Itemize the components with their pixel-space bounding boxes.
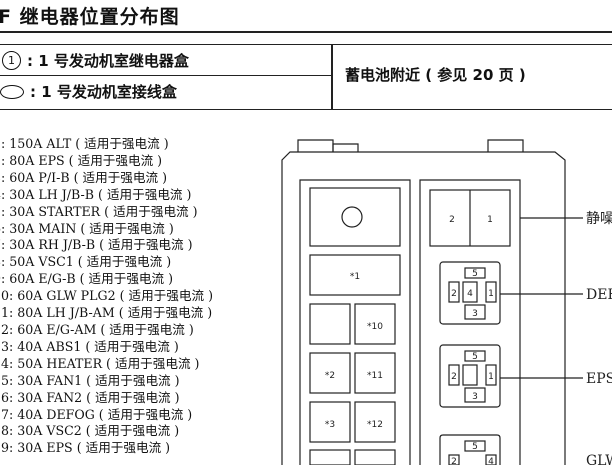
slot-label: *2 <box>325 371 335 381</box>
relay-def <box>439 261 501 325</box>
fuse-item: 18: 30A VSC2 ( 适用于强电流 ) <box>0 423 180 439</box>
junction-block-label: : 1 号发动机室接线盒 <box>30 83 177 101</box>
relay-pin-label: 1 <box>488 289 494 299</box>
relay-pin-label: 1 <box>488 372 494 382</box>
relay-pin-label: 4 <box>467 289 473 299</box>
slot-round <box>309 187 401 247</box>
fuse-item: 1: 150A ALT ( 适用于强电流 ) <box>0 136 169 151</box>
fuse-item: 12: 60A E/G-AM ( 适用于强电流 ) <box>0 321 194 337</box>
fuse-item: 14: 50A HEATER ( 适用于强电流 ) <box>0 355 200 371</box>
relay-pin-label: 3 <box>472 309 478 319</box>
fuse-item: 3: 60A P/I-B ( 适用于强电流 ) <box>0 169 167 185</box>
relay-pin-label: 2 <box>451 457 457 465</box>
fuse-item: 9: 60A E/G-B ( 适用于强电流 ) <box>0 271 174 287</box>
relay-pin-label: 5 <box>472 442 478 452</box>
relay-block-row: 1 : 1 号发动机室继电器盒 <box>0 45 331 76</box>
right-column-frame <box>419 179 521 465</box>
fuse-item: 5: 30A STARTER ( 适用于强电流 ) <box>0 203 198 219</box>
slot-partial-2 <box>354 449 396 465</box>
box-tab-mid <box>332 143 359 152</box>
box-outline <box>281 151 566 465</box>
relay-pin-label: 1 <box>487 215 493 225</box>
fuse-item: 15: 30A FAN1 ( 适用于强电流 ) <box>0 372 180 388</box>
relay-pin-label: 5 <box>472 352 478 362</box>
slot-1 <box>309 254 401 296</box>
slot-blank <box>309 303 351 345</box>
relay-pin-label: 2 <box>451 289 457 299</box>
slot-12 <box>354 401 396 443</box>
relay-block-label: : 1 号发动机室继电器盒 <box>27 51 189 70</box>
table-divider <box>331 45 333 109</box>
relay-pin-label: 5 <box>472 269 478 279</box>
fuse-item: 19: 30A EPS ( 适用于强电流 ) <box>0 440 171 456</box>
title-rule <box>0 31 612 33</box>
round-cutout <box>341 206 363 228</box>
page-title: F 继电器位置分布图 <box>0 6 180 28</box>
fuse-item: 7: 30A RH J/B-B ( 适用于强电流 ) <box>0 237 193 253</box>
slot-11 <box>354 352 396 394</box>
callout-eps: EPS <box>586 371 612 387</box>
fuse-item: 13: 40A ABS1 ( 适用于强电流 ) <box>0 338 179 354</box>
callout-def: DEF <box>586 287 612 303</box>
slot-label: *12 <box>367 420 383 430</box>
slot-label: *11 <box>367 371 383 381</box>
slot-label: *1 <box>350 272 360 282</box>
box-tab-right <box>487 139 524 152</box>
slot-label: *10 <box>367 322 383 332</box>
fuse-item: 6: 30A MAIN ( 适用于强电流 ) <box>0 220 174 236</box>
slot-10 <box>354 303 396 345</box>
slot-2 <box>309 352 351 394</box>
fuse-item: 11: 80A LH J/B-AM ( 适用于强电流 ) <box>0 305 213 321</box>
fuse-list: 1: 150A ALT ( 适用于强电流 ) 2: 80A EPS ( 适用于强… <box>0 136 213 457</box>
relay-pin-label: 2 <box>449 215 455 225</box>
callout-glw: GLW <box>586 453 612 465</box>
callout-noise: 静噪 <box>586 211 612 227</box>
fuse-item: 8: 50A VSC1 ( 适用于强电流 ) <box>0 254 172 270</box>
junction-block-row: : 1 号发动机室接线盒 <box>0 76 331 107</box>
fuse-item: 2: 80A EPS ( 适用于强电流 ) <box>0 152 163 168</box>
slot-label: *3 <box>325 420 335 430</box>
junction-block-badge <box>0 84 24 99</box>
fuse-item: 4: 30A LH J/B-B ( 适用于强电流 ) <box>0 186 192 202</box>
slot-3 <box>309 401 351 443</box>
left-column-frame <box>299 179 411 465</box>
relay-pin-label: 2 <box>451 372 457 382</box>
fuse-item: 10: 60A GLW PLG2 ( 适用于强电流 ) <box>0 288 213 304</box>
location-table: 1 : 1 号发动机室继电器盒 : 1 号发动机室接线盒 蓄电池附近 ( 参见 … <box>0 44 612 110</box>
relay-eps <box>439 344 501 408</box>
location-text: 蓄电池附近 ( 参见 20 页 ) <box>345 66 526 84</box>
slot-partial-1 <box>309 449 351 465</box>
box-tab-left <box>297 139 334 152</box>
fuse-item: 17: 40A DEFOG ( 适用于强电流 ) <box>0 406 193 422</box>
relay-pin-label: 4 <box>488 457 494 465</box>
relay-pin-label: 3 <box>472 392 478 402</box>
fuse-item: 16: 30A FAN2 ( 适用于强电流 ) <box>0 389 180 405</box>
relay-block-badge: 1 <box>2 50 21 70</box>
relay-glw <box>439 434 501 465</box>
